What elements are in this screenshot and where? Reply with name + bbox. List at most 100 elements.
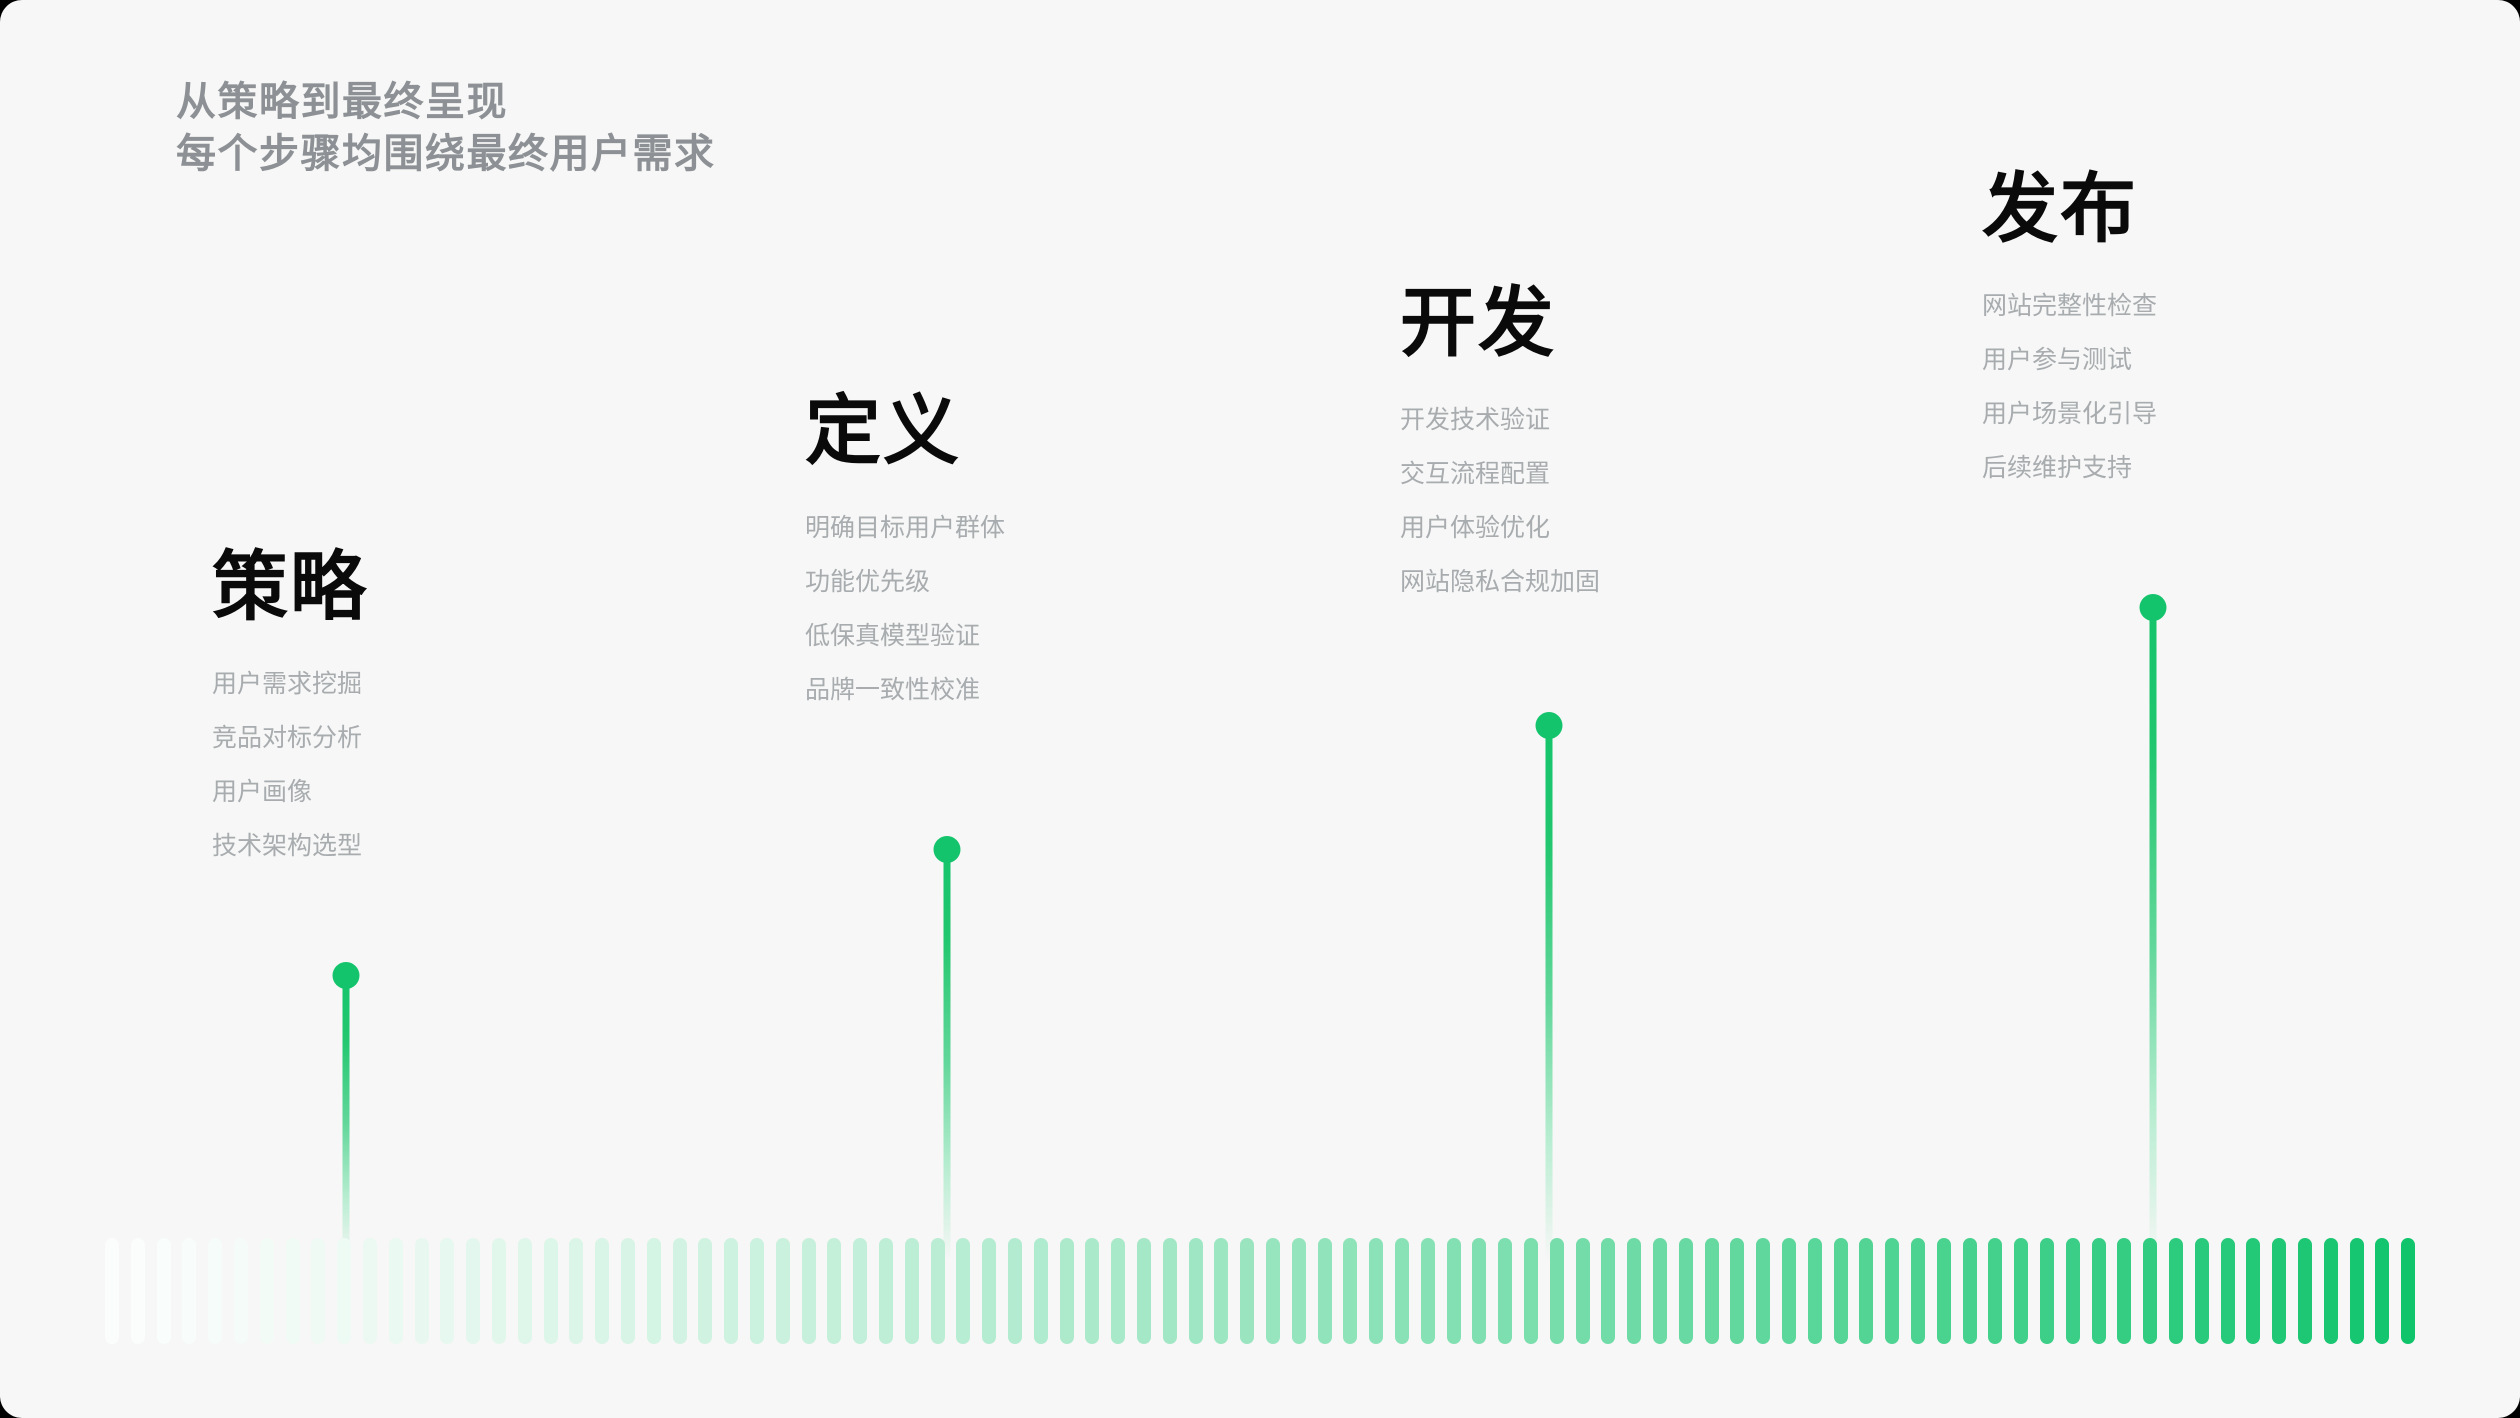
pin-stem-icon xyxy=(342,975,349,1262)
strip-bar xyxy=(1988,1238,2003,1344)
stage-item: 用户画像 xyxy=(212,778,313,806)
strip-bar xyxy=(2117,1238,2132,1344)
stage-title-development: 开发 xyxy=(1400,281,1556,366)
strip-bar xyxy=(285,1238,300,1344)
strip-bar xyxy=(2194,1238,2209,1344)
stage-title-define: 定义 xyxy=(805,389,961,474)
strip-bar xyxy=(208,1238,223,1344)
strip-bar xyxy=(1807,1238,1822,1344)
strip-bar xyxy=(259,1238,274,1344)
strip-bar xyxy=(1575,1238,1590,1344)
bar-strip xyxy=(0,1238,2520,1418)
strip-bar xyxy=(1524,1238,1538,1344)
strip-bar xyxy=(1240,1238,1255,1344)
strip-bar xyxy=(724,1238,739,1344)
stage-item-list-define: 明确目标用户群体功能优先级低保真模型验证品牌一致性校准 xyxy=(805,516,1005,703)
stage-item: 功能优先级 xyxy=(805,568,931,596)
pin-dot-icon xyxy=(2139,594,2166,621)
strip-bar xyxy=(775,1238,790,1344)
stage-item-list-launch: 网站完整性检查用户参与测试用户场景化引导后续维护支持 xyxy=(1982,294,2157,481)
stage-item: 用户场景化引导 xyxy=(1982,400,2158,428)
strip-bar xyxy=(1885,1238,1900,1344)
stage-item: 技术架构选型 xyxy=(212,832,363,860)
strip-bar xyxy=(1549,1238,1564,1344)
strip-bar xyxy=(2246,1238,2261,1344)
strip-bar xyxy=(1653,1238,1667,1344)
stage-title-launch: 发布 xyxy=(1982,167,2138,252)
headline-line-2: 每个步骤均围绕最终用户需求 xyxy=(176,132,716,176)
stage-pin-strategy xyxy=(332,962,359,1262)
stage-item: 明确目标用户群体 xyxy=(805,514,1006,542)
strip-bar xyxy=(1678,1238,1693,1344)
strip-bar xyxy=(1059,1238,1074,1344)
strip-bar xyxy=(801,1238,816,1344)
stage-item: 网站完整性检查 xyxy=(1982,292,2158,320)
strip-bar xyxy=(1291,1238,1306,1344)
strip-bar xyxy=(1266,1238,1280,1344)
strip-bar xyxy=(750,1238,764,1344)
strip-bar xyxy=(1833,1238,1848,1344)
strip-bar xyxy=(2091,1238,2106,1344)
strip-bar xyxy=(2272,1238,2287,1344)
strip-bar xyxy=(1704,1238,1719,1344)
strip-bar xyxy=(388,1238,403,1344)
pin-stem-icon xyxy=(943,849,950,1260)
strip-bar xyxy=(1498,1238,1513,1344)
strip-bar xyxy=(1420,1238,1435,1344)
strip-bar xyxy=(1343,1238,1358,1344)
strip-bar xyxy=(595,1238,610,1344)
stage-column-development: 开发开发技术验证交互流程配置用户体验优化网站隐私合规加固 xyxy=(1400,286,1600,595)
strip-bar xyxy=(337,1238,352,1344)
strip-bar xyxy=(543,1238,558,1344)
strip-bar xyxy=(414,1238,429,1344)
stage-item: 开发技术验证 xyxy=(1400,406,1551,434)
stage-item: 竞品对标分析 xyxy=(212,724,363,752)
stage-pin-launch xyxy=(2139,594,2166,1262)
strip-bar xyxy=(2169,1238,2183,1344)
stage-item: 用户体验优化 xyxy=(1400,514,1551,542)
strip-bar xyxy=(1627,1238,1642,1344)
strip-bar xyxy=(904,1238,919,1344)
strip-bar xyxy=(311,1238,326,1344)
strip-bar xyxy=(827,1238,842,1344)
stage-item-list-strategy: 用户需求挖掘竞品对标分析用户画像技术架构选型 xyxy=(212,672,368,859)
strip-bar xyxy=(2040,1238,2054,1344)
strip-bar xyxy=(621,1238,635,1344)
strip-bar xyxy=(1317,1238,1332,1344)
strip-bar xyxy=(492,1238,506,1344)
strip-bar xyxy=(956,1238,971,1344)
strip-bar xyxy=(466,1238,481,1344)
stage-title-strategy: 策略 xyxy=(212,545,368,630)
strip-bar xyxy=(1911,1238,1925,1344)
strip-bar xyxy=(363,1238,377,1344)
strip-bar xyxy=(1085,1238,1100,1344)
strip-bar xyxy=(2401,1238,2416,1344)
strip-bar xyxy=(1730,1238,1745,1344)
strip-bar xyxy=(2143,1238,2158,1344)
strip-bar xyxy=(1446,1238,1461,1344)
strip-bar xyxy=(2298,1238,2312,1344)
strip-bar xyxy=(1137,1238,1151,1344)
stage-pin-define xyxy=(933,836,960,1260)
strip-bar xyxy=(1395,1238,1409,1344)
strip-bar xyxy=(982,1238,997,1344)
pin-stem-icon xyxy=(1545,725,1552,1260)
strip-bar xyxy=(1188,1238,1203,1344)
strip-bar xyxy=(1756,1238,1771,1344)
strip-bar xyxy=(1936,1238,1951,1344)
strip-bar xyxy=(1472,1238,1487,1344)
strip-bar xyxy=(130,1238,145,1344)
stage-item: 后续维护支持 xyxy=(1982,454,2133,482)
stage-item: 网站隐私合规加固 xyxy=(1400,568,1601,596)
strip-bar xyxy=(1782,1238,1796,1344)
strip-bar xyxy=(2323,1238,2338,1344)
strip-bar xyxy=(2375,1238,2390,1344)
stage-item: 品牌一致性校准 xyxy=(805,676,981,704)
pin-dot-icon xyxy=(332,962,359,989)
headline-line-1: 从策略到最终呈现 xyxy=(176,80,508,124)
stage-column-strategy: 策略用户需求挖掘竞品对标分析用户画像技术架构选型 xyxy=(212,550,368,859)
stage-item: 低保真模型验证 xyxy=(805,622,981,650)
strip-bar xyxy=(440,1238,455,1344)
pin-dot-icon xyxy=(933,836,960,863)
